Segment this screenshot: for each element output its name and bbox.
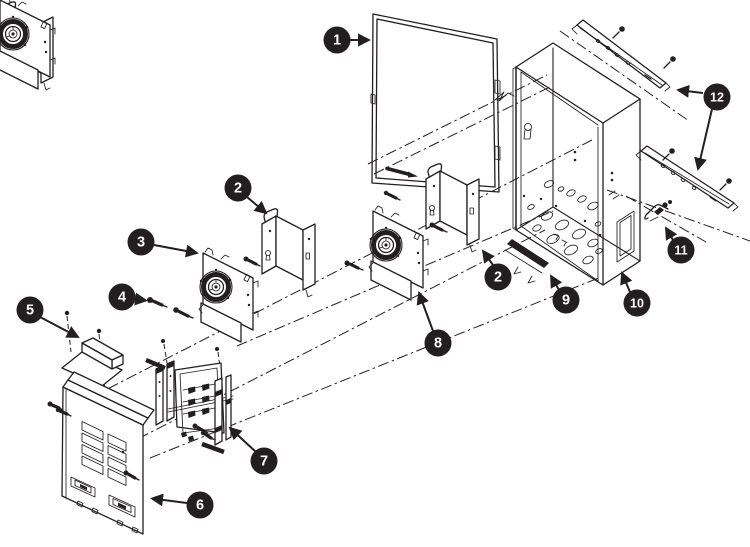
callout-1: 1 <box>323 26 371 54</box>
enclosure-box-part <box>494 42 641 286</box>
switch-cutout <box>70 476 96 498</box>
callout-8: 8 <box>416 291 452 357</box>
panel-screw <box>123 470 140 481</box>
svg-text:1: 1 <box>333 33 341 49</box>
ground-bar-part <box>504 239 549 284</box>
door-panel-part <box>370 13 501 193</box>
rack-screw <box>192 423 209 434</box>
terminal-rack-part <box>145 339 234 455</box>
svg-text:6: 6 <box>196 498 204 514</box>
svg-text:2: 2 <box>494 270 502 286</box>
callout-2-front: 2 <box>224 174 268 215</box>
keyhole-slot <box>523 123 532 140</box>
callout-4: 4 <box>108 283 148 311</box>
svg-text:12: 12 <box>710 91 724 105</box>
svg-text:8: 8 <box>434 336 442 352</box>
panel-screw <box>47 401 64 411</box>
switch-cutout <box>108 494 136 518</box>
rack-screw <box>200 430 216 441</box>
svg-text:7: 7 <box>260 454 268 470</box>
screw <box>344 260 364 271</box>
svg-text:9: 9 <box>562 293 570 309</box>
timer-cam-wheel <box>0 15 30 51</box>
screw-part-4 <box>147 297 168 308</box>
svg-text:5: 5 <box>26 303 34 319</box>
knockout-holes <box>522 180 603 265</box>
mounting-rail-top-part <box>571 19 676 92</box>
callout-11: 11 <box>665 226 695 264</box>
assembly-center-lines <box>89 30 750 459</box>
callout-12: 12 <box>676 83 731 171</box>
loose-screws <box>147 190 448 319</box>
svg-text:3: 3 <box>137 235 145 251</box>
svg-text:4: 4 <box>118 290 126 306</box>
rail-screw <box>612 26 625 39</box>
callout-2-rear: 2 <box>481 249 512 291</box>
switch-module-stack <box>182 383 216 418</box>
dead-front-panel-part <box>47 371 155 535</box>
callout-10: 10 <box>620 271 651 317</box>
cable-clamp-part <box>644 200 672 222</box>
rail-screw <box>719 178 732 191</box>
mounting-rail-right-part <box>635 145 739 212</box>
svg-text:11: 11 <box>674 244 687 258</box>
rail-screw <box>663 56 676 69</box>
timer-mechanism-part <box>0 0 56 90</box>
callouts: 1 2 3 4 5 6 7 <box>16 26 731 519</box>
svg-text:2: 2 <box>234 181 242 197</box>
screw <box>173 307 194 319</box>
screw <box>429 222 448 233</box>
hinge-pin <box>385 166 418 178</box>
callout-7: 7 <box>228 426 278 475</box>
callout-3: 3 <box>127 228 199 258</box>
screw <box>383 190 401 201</box>
panel-screw <box>55 407 72 417</box>
louver-slots-left <box>81 421 104 475</box>
callout-9: 9 <box>550 274 580 314</box>
rail-screw <box>662 148 675 161</box>
screw <box>243 256 261 267</box>
svg-text:10: 10 <box>630 297 644 311</box>
callout-5: 5 <box>16 296 80 338</box>
callout-6: 6 <box>150 491 214 519</box>
